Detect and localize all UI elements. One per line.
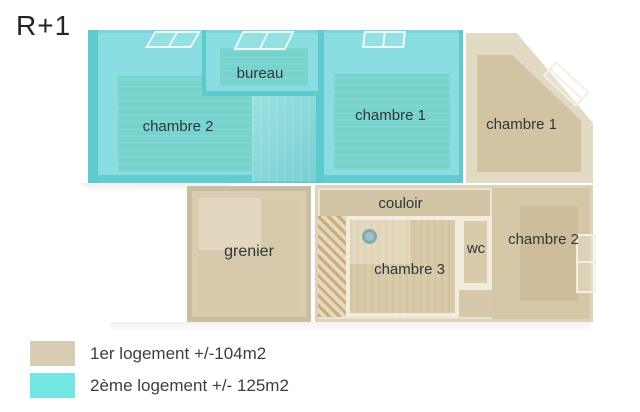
chambre1-cyan-floor: [334, 74, 450, 170]
stairs-bottom: [318, 216, 346, 317]
grenier-floor: [199, 198, 299, 310]
chambre3-floor-highlight: [350, 220, 410, 264]
room-couloir: [320, 190, 490, 216]
label-wc: wc: [466, 240, 486, 257]
label-bureau: bureau: [236, 65, 284, 82]
window-icon: [576, 234, 596, 293]
page-title: R+1: [16, 10, 72, 41]
shadow: [80, 183, 230, 192]
window-icon: [145, 31, 201, 48]
wc-floor: [464, 221, 487, 283]
room-bureau: [202, 30, 318, 96]
label-chambre1-beige: chambre 1: [486, 116, 557, 133]
legend-label-logement2: 2ème logement +/- 125m2: [90, 376, 289, 395]
room-chambre3: [346, 216, 459, 317]
shadow: [110, 322, 590, 333]
legend-swatch-logement2: [30, 373, 75, 398]
grenier-floor-highlight: [199, 198, 261, 250]
label-chambre3: chambre 3: [374, 261, 445, 278]
bureau-floor: [220, 48, 308, 86]
hall-floor: [459, 290, 492, 317]
chambre2-bas-floor-inner: [520, 206, 578, 301]
window-icon: [362, 31, 406, 48]
label-chambre2-haut: chambre 2: [142, 118, 214, 135]
room-chambre1-cyan: [318, 30, 463, 183]
room-chambre2-bas: [492, 188, 590, 319]
stairwell-top: [252, 96, 316, 181]
window-icon: [233, 31, 295, 50]
legend-swatch-logement1: [30, 341, 75, 366]
bottom-apartment-block: [315, 185, 593, 322]
label-chambre2-bas: chambre 2: [508, 231, 579, 248]
label-grenier: grenier: [224, 243, 274, 260]
legend-label-logement1: 1er logement +/-104m2: [90, 344, 267, 363]
room-grenier: [187, 186, 311, 322]
label-couloir: couloir: [378, 195, 423, 212]
ceiling-light-icon: [362, 229, 377, 244]
room-wc: [459, 216, 492, 290]
label-chambre1-cyan: chambre 1: [355, 107, 426, 124]
room-chambre1-beige: [466, 33, 593, 183]
